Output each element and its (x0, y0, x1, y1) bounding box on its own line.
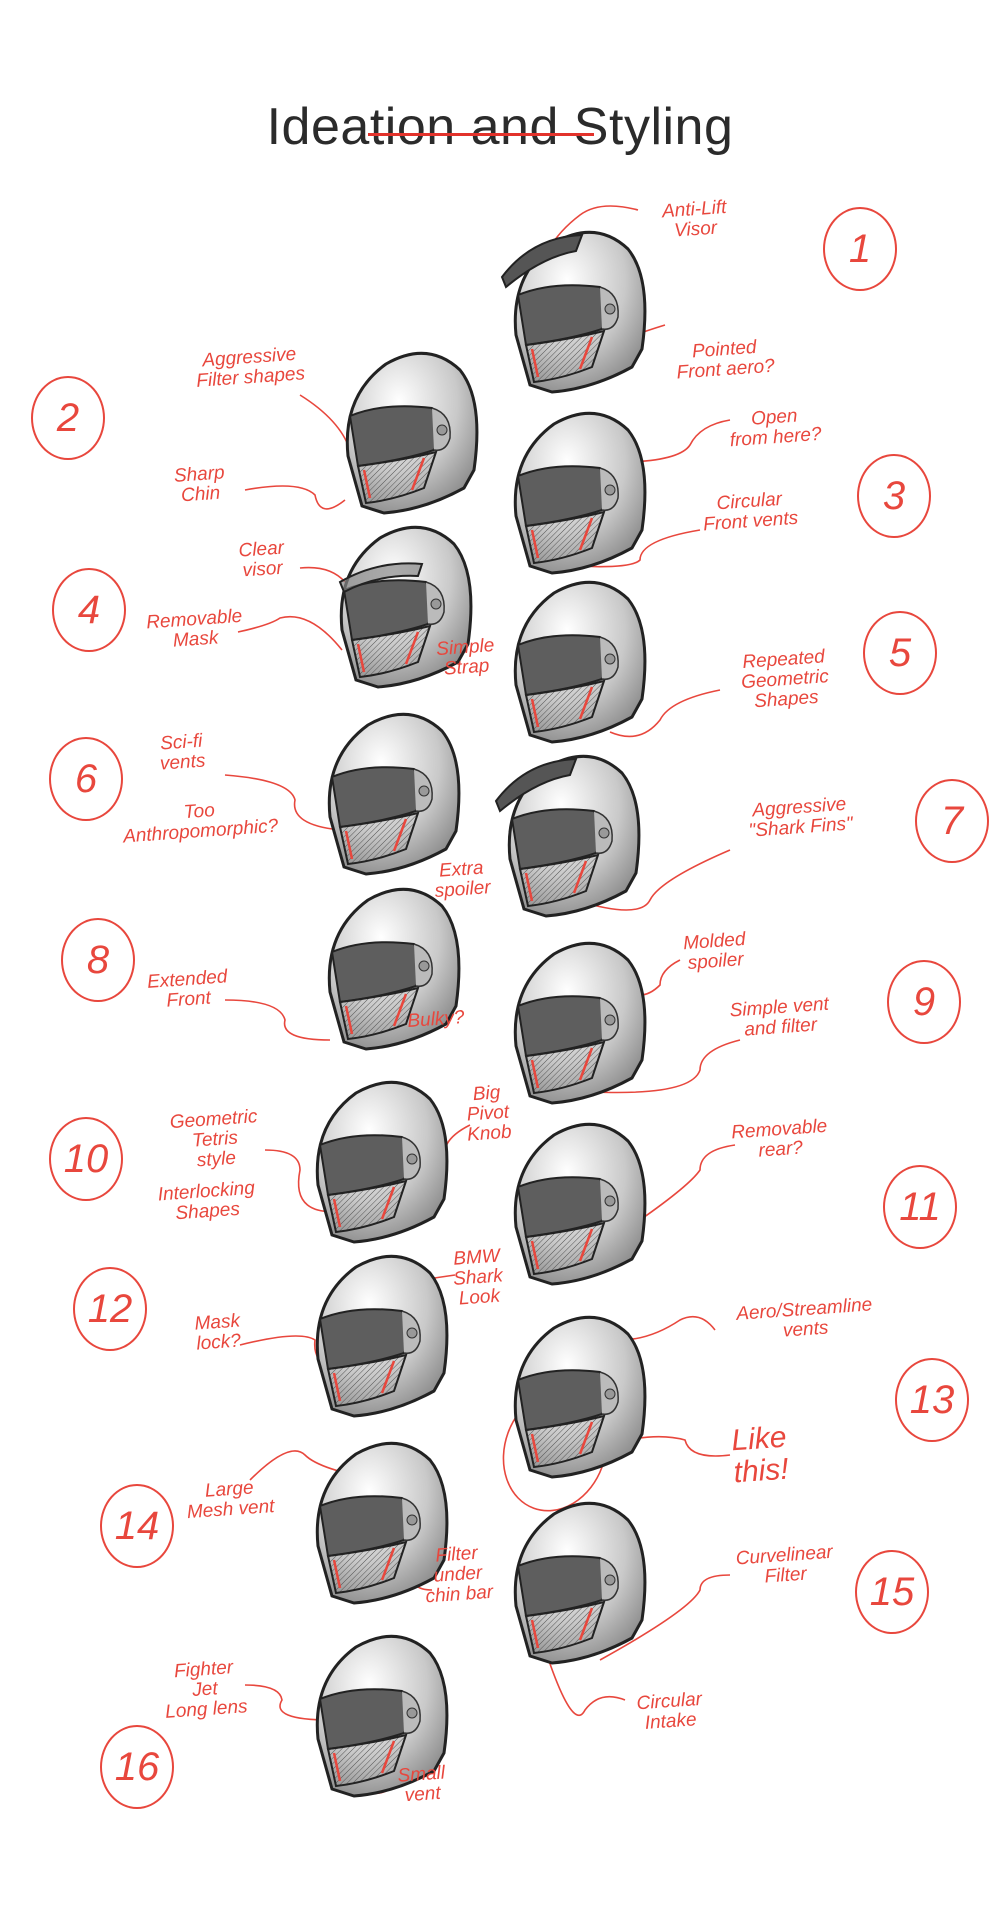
note-aggressive-filter: Aggressive Filter shapes (195, 343, 306, 392)
concept-number-10: 10 (49, 1117, 123, 1201)
helmet-sketch-14 (315, 1441, 449, 1605)
concept-number-13: 13 (895, 1358, 969, 1442)
note-extra-spoiler: Extra spoiler (434, 857, 492, 902)
note-open-from-here: Open from here? (729, 405, 823, 452)
note-too-anthropomorphic: Too Anthropomorphic? (122, 800, 279, 848)
note-curvelinear-filter: Curvelinear Filter (735, 1541, 834, 1588)
helmet-sketch-4 (338, 525, 473, 689)
helmet-sketch-5 (513, 580, 647, 744)
note-interlocking-shapes: Interlocking Shapes (157, 1177, 256, 1225)
helmet-sketch-10 (315, 1080, 449, 1244)
helmet-sketch-1 (500, 230, 647, 394)
helmet-sketch-6 (327, 712, 461, 876)
note-small-vent: Small vent (396, 1762, 446, 1807)
note-circular-intake: Circular Intake (635, 1688, 703, 1734)
helmet-sketch-11 (513, 1122, 647, 1286)
concept-number-3: 3 (857, 454, 931, 538)
concept-number-8: 8 (61, 918, 135, 1002)
note-big-pivot-knob: Big Pivot Knob (466, 1082, 513, 1146)
note-mask-lock: Mask lock? (193, 1310, 242, 1355)
note-filter-under-chin: Filter under chin bar (424, 1542, 494, 1608)
note-large-mesh-vent: Large Mesh vent (186, 1477, 276, 1524)
note-removable-rear: Removable rear? (730, 1115, 828, 1162)
note-bulky: Bulky? (406, 1007, 466, 1032)
note-molded-spoiler: Molded spoiler (682, 928, 747, 974)
note-removable-mask: Removable Mask (145, 605, 243, 652)
note-fighter-jet: Fighter Jet Long lens (164, 1657, 249, 1723)
helmet-sketch-15 (513, 1501, 647, 1665)
concept-number-11: 11 (883, 1165, 957, 1249)
concept-number-9: 9 (887, 960, 961, 1044)
concept-number-6: 6 (49, 737, 123, 821)
concept-number-14: 14 (100, 1484, 174, 1568)
concept-number-2: 2 (31, 376, 105, 460)
helmet-sketch-7 (494, 754, 641, 918)
concept-number-5: 5 (863, 611, 937, 695)
note-shark-fins: Aggressive "Shark Fins" (747, 793, 854, 842)
concept-number-1: 1 (823, 207, 897, 291)
concept-number-12: 12 (73, 1267, 147, 1351)
note-pointed-front: Pointed Front aero? (675, 336, 776, 384)
note-aero-streamline: Aero/Streamline vents (735, 1294, 873, 1342)
helmet-sketch-12 (315, 1254, 449, 1418)
helmet-sketch-3 (513, 411, 647, 575)
note-sci-fi-vents: Sci-fi vents (159, 730, 207, 775)
helmet-sketch-16 (315, 1634, 449, 1798)
note-simple-strap: Simple Strap (435, 635, 495, 680)
note-repeated-geometric: Repeated Geometric Shapes (740, 646, 830, 713)
page-title: Ideation and Styling (266, 97, 734, 156)
concept-number-7: 7 (915, 779, 989, 863)
note-anti-lift-visor: Anti-Lift Visor (661, 196, 728, 242)
note-extended-front: Extended Front (146, 966, 229, 1012)
note-sharp-chin: Sharp Chin (173, 462, 226, 507)
note-geometric-tetris: Geometric Tetris style (169, 1106, 259, 1172)
note-like-this: Like this! (730, 1420, 790, 1489)
note-bmw-shark-look: BMW Shark Look (452, 1245, 504, 1310)
concept-number-4: 4 (52, 568, 126, 652)
helmet-sketch-8 (327, 887, 461, 1051)
helmet-sketch-13 (513, 1315, 647, 1479)
concept-number-16: 16 (100, 1725, 174, 1809)
title-underline (368, 133, 594, 136)
helmet-sketch-2 (345, 351, 479, 515)
note-simple-vent-filter: Simple vent and filter (729, 993, 830, 1041)
concept-number-15: 15 (855, 1550, 929, 1634)
helmet-sketch-9 (513, 941, 647, 1105)
note-clear-visor: Clear visor (237, 537, 285, 582)
note-circular-front-vents: Circular Front vents (702, 488, 799, 536)
